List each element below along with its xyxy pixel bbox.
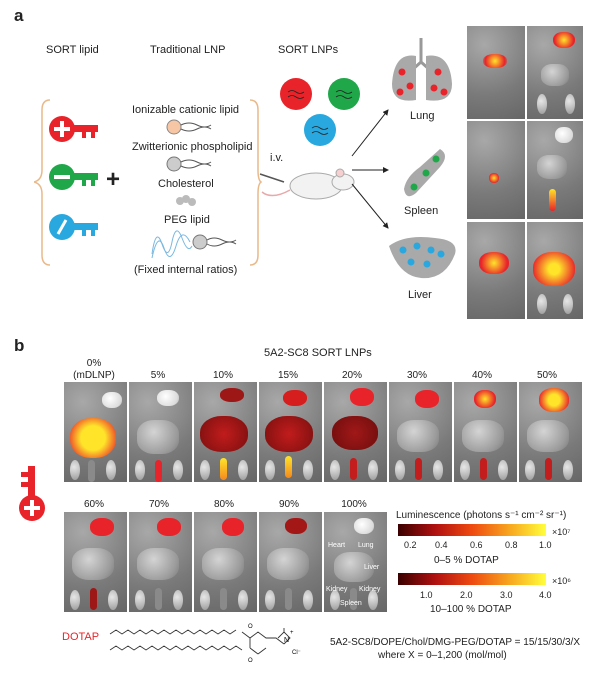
tile-5 xyxy=(129,382,192,482)
colorbar-1 xyxy=(398,524,546,536)
organ-image-liver xyxy=(527,222,583,319)
colorbar-2-caption: 10–100 % DOTAP xyxy=(430,604,512,615)
organ-lung-label: Lung xyxy=(410,110,435,122)
svg-text:N: N xyxy=(284,637,289,644)
panel-b-letter: b xyxy=(14,336,25,355)
sort-lipid-keys xyxy=(34,99,98,266)
svg-text:O: O xyxy=(248,624,253,630)
pct-label-10: 10% xyxy=(212,370,233,381)
pct-label-15: 15% xyxy=(277,370,298,381)
organ-liver-label: Liver xyxy=(408,289,432,301)
tile-0 xyxy=(64,382,127,482)
dotap-key-icon xyxy=(19,466,45,521)
organ-image-spleen xyxy=(527,121,583,219)
svg-text:Cl⁻: Cl⁻ xyxy=(292,650,301,656)
lung-icon xyxy=(392,38,452,101)
panel-b-title: 5A2-SC8 SORT LNPs xyxy=(264,347,372,359)
luminescence-label: Luminescence (photons s⁻¹ cm⁻² sr⁻¹) xyxy=(396,510,567,521)
pct-label-100: 100% xyxy=(341,499,367,510)
colorbar-1-caption: 0–5 % DOTAP xyxy=(434,555,499,566)
dotap-structure: N + Cl⁻ O O xyxy=(109,624,301,664)
panel-a-letter: a xyxy=(14,6,24,25)
pct-label-30: 30% xyxy=(406,370,427,381)
tile-90 xyxy=(259,512,322,612)
formula-line-2: where X = 0–1,200 (mol/mol) xyxy=(378,650,507,661)
svg-text:+: + xyxy=(290,630,294,636)
tissue-kidney-right-label: Kidney xyxy=(359,586,381,593)
plus-sign: + xyxy=(106,166,121,193)
mouse-image-spleen xyxy=(467,121,525,219)
tissue-lung-label: Lung xyxy=(358,542,374,549)
tile-100: Heart Lung Liver Kidney Kidney Spleen xyxy=(324,512,387,612)
tile-60 xyxy=(64,512,127,612)
mouse-icon xyxy=(259,168,355,200)
dotap-label: DOTAP xyxy=(62,631,100,643)
colorbar-1-tick-1: 0.4 xyxy=(435,540,448,550)
pct-label-60: 60% xyxy=(83,499,104,510)
pct-label-90: 90% xyxy=(278,499,299,510)
pct-label-0: 0% (mDLNP) xyxy=(73,358,115,381)
colorbar-1-tick-2: 0.6 xyxy=(470,540,483,550)
colorbar-1-tick-3: 0.8 xyxy=(505,540,518,550)
tile-10 xyxy=(194,382,257,482)
mouse-image-liver xyxy=(467,222,525,319)
tissue-heart-label: Heart xyxy=(328,542,346,549)
colorbar-1-exp: ×10⁷ xyxy=(552,527,571,537)
tissue-spleen-label: Spleen xyxy=(340,600,362,607)
tissue-liver-label: Liver xyxy=(364,564,380,571)
colorbar-2-tick-0: 1.0 xyxy=(420,590,433,600)
spleen-icon xyxy=(404,149,445,197)
blue-key-icon xyxy=(49,214,98,240)
pct-label-5: 5% xyxy=(150,370,166,381)
colorbar-1-tick-0: 0.2 xyxy=(404,540,417,550)
colorbar-2-tick-1: 2.0 xyxy=(460,590,473,600)
tile-50 xyxy=(519,382,582,482)
mouse-image-lung xyxy=(467,26,525,119)
organ-image-lung xyxy=(527,26,583,119)
pct-label-80: 80% xyxy=(213,499,234,510)
svg-text:O: O xyxy=(248,658,253,664)
colorbar-2-tick-2: 3.0 xyxy=(500,590,513,600)
cholesterol-icon xyxy=(176,195,196,206)
component-zwitterionic: Zwitterionic phospholipid xyxy=(132,141,253,153)
right-bracket xyxy=(249,99,262,266)
distribution-arrows xyxy=(351,109,389,229)
pct-label-20: 20% xyxy=(341,370,362,381)
liver-icon xyxy=(389,237,456,279)
colorbar-1-tick-4: 1.0 xyxy=(539,540,552,550)
red-key-icon xyxy=(49,116,98,142)
component-cholesterol: Cholesterol xyxy=(158,178,214,190)
tile-30 xyxy=(389,382,452,482)
sort-lipid-heading: SORT lipid xyxy=(46,44,99,56)
traditional-lnp-heading: Traditional LNP xyxy=(150,44,226,56)
pct-label-40: 40% xyxy=(471,370,492,381)
colorbar-2-tick-3: 4.0 xyxy=(539,590,552,600)
peg-lipid-icon xyxy=(151,230,237,259)
formula-line-1: 5A2-SC8/DOPE/Chol/DMG-PEG/DOTAP = 15/15/… xyxy=(330,637,581,648)
tile-40 xyxy=(454,382,517,482)
ionizable-lipid-icon xyxy=(166,119,212,135)
green-key-icon xyxy=(49,164,98,190)
pct-label-70: 70% xyxy=(148,499,169,510)
organ-spleen-label: Spleen xyxy=(404,205,439,217)
component-peg: PEG lipid xyxy=(164,214,210,226)
component-ionizable: Ionizable cationic lipid xyxy=(132,104,240,116)
phospholipid-icon xyxy=(166,156,212,172)
colorbar-2 xyxy=(398,573,546,585)
tile-70 xyxy=(129,512,192,612)
sort-lnp-particles xyxy=(280,78,360,146)
tile-15 xyxy=(259,382,322,482)
fixed-ratios-note: (Fixed internal ratios) xyxy=(134,264,238,276)
tile-20 xyxy=(324,382,387,482)
colorbar-2-exp: ×10⁶ xyxy=(552,576,571,586)
pct-label-50: 50% xyxy=(536,370,557,381)
tissue-kidney-left-label: Kidney xyxy=(326,586,348,593)
sort-lnps-heading: SORT LNPs xyxy=(278,44,339,56)
tile-80 xyxy=(194,512,257,612)
route-iv: i.v. xyxy=(270,152,284,164)
